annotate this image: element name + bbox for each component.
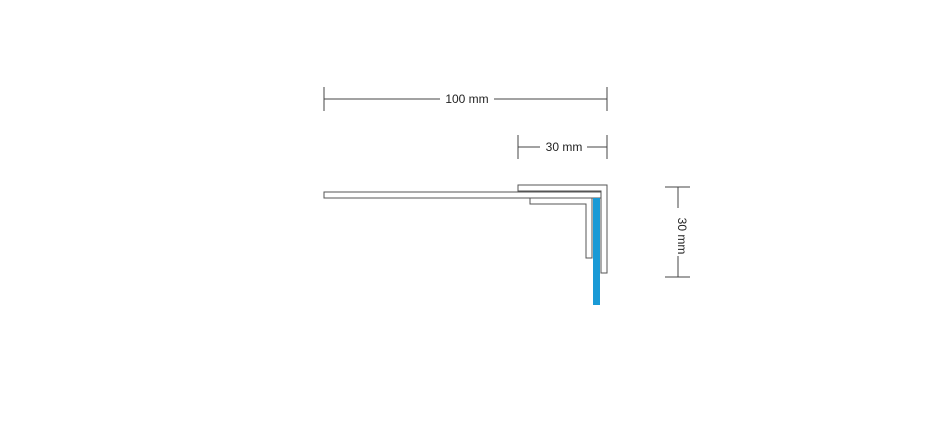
dimension-label-total-width: 100 mm [445,92,488,106]
profile-shape [323,184,608,274]
dimension-label-flange-width: 30 mm [546,140,583,154]
dimension-flange-width: 30 mm [517,135,608,159]
dimension-label-height: 30 mm [675,218,689,255]
dimension-height: 30 mm [665,186,690,278]
accent-strip [593,198,600,305]
profile-outer-angle [517,184,608,274]
profile-horizontal-bar [323,191,602,199]
dimension-total-width: 100 mm [323,87,608,111]
profile-inner-angle [529,197,593,259]
